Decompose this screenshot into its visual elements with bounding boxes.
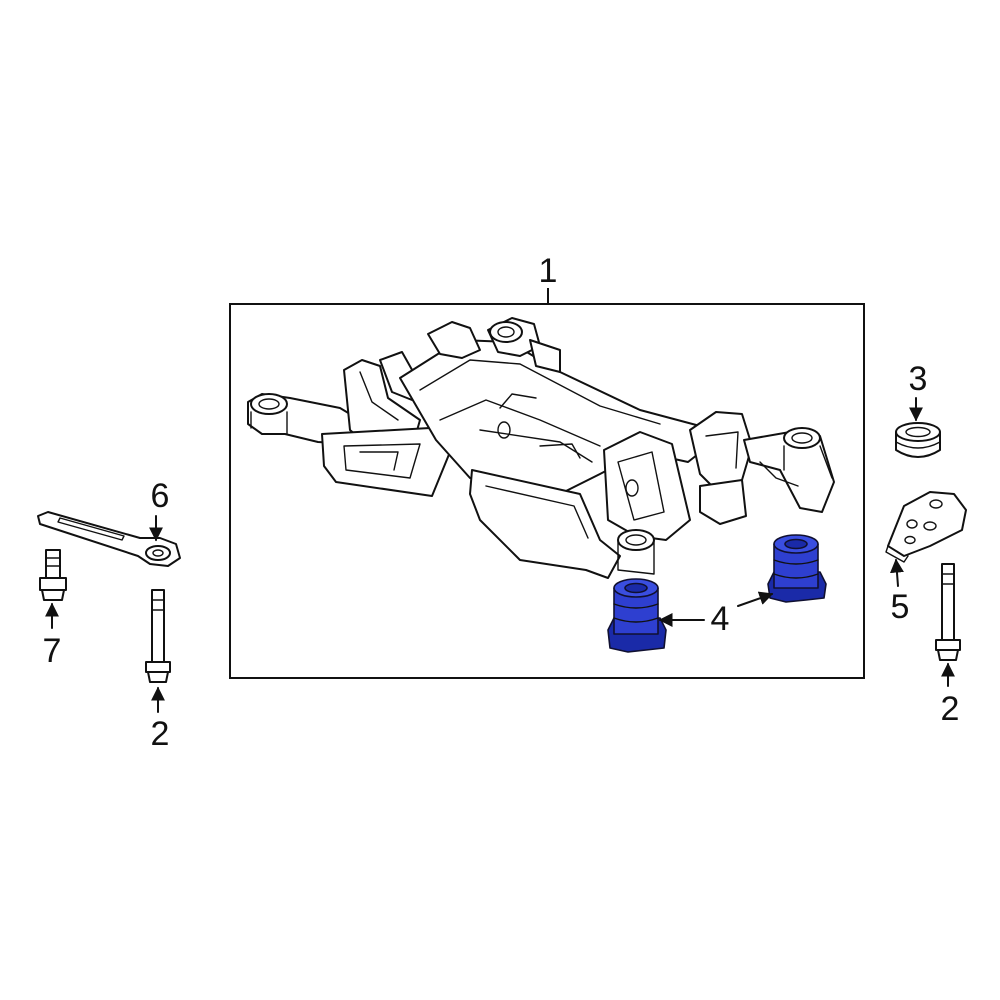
callout-2-right: 2 xyxy=(941,690,960,728)
subframe-drawing xyxy=(247,317,835,579)
bolt-long-right xyxy=(935,563,961,661)
brace-bar xyxy=(37,511,181,567)
callout-7: 7 xyxy=(43,632,62,670)
bracket-plate xyxy=(885,491,967,563)
callout-4-arrow-right xyxy=(737,591,774,607)
callout-1: 1 xyxy=(539,252,558,290)
callout-4: 4 xyxy=(711,600,730,638)
stopper-ring xyxy=(895,422,941,458)
bushing-right xyxy=(767,534,827,603)
callout-2-left: 2 xyxy=(151,715,170,753)
bushing-left xyxy=(607,578,667,653)
callout-5-arrow xyxy=(889,558,904,587)
callout-6: 6 xyxy=(151,477,170,515)
bolt-long-left xyxy=(145,589,171,683)
callout-5: 5 xyxy=(891,588,910,626)
callout-3: 3 xyxy=(909,360,928,398)
bolt-short xyxy=(39,549,67,601)
